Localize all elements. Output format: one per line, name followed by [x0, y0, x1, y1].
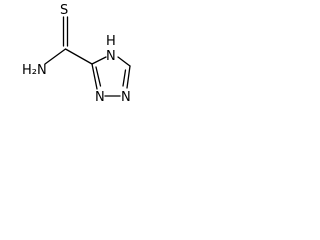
thioamide-cn-bond — [44, 48, 67, 65]
sulfur-label: S — [60, 3, 68, 18]
ring-bond-c5-n1-b — [122, 69, 127, 87]
molecule-diagram: S H₂N H N N N — [22, 3, 131, 105]
ring-n-bottom-left-label: N — [95, 90, 105, 105]
amine-label: H₂N — [22, 63, 47, 78]
ring-bond-n2-c3-b — [95, 66, 102, 87]
ring-nh-h-label: H — [106, 34, 116, 49]
ring-bond-n4-c5 — [117, 56, 131, 67]
ring-bond-c3-n4 — [91, 56, 107, 65]
ring-bond-n2-c3-a — [91, 63, 98, 90]
thioamide-ring-bond — [64, 48, 93, 65]
ring-bond-c5-n1-a — [126, 65, 131, 89]
ring-nh-n-label: N — [106, 49, 116, 64]
ring-n-bottom-right-label: N — [121, 90, 131, 105]
